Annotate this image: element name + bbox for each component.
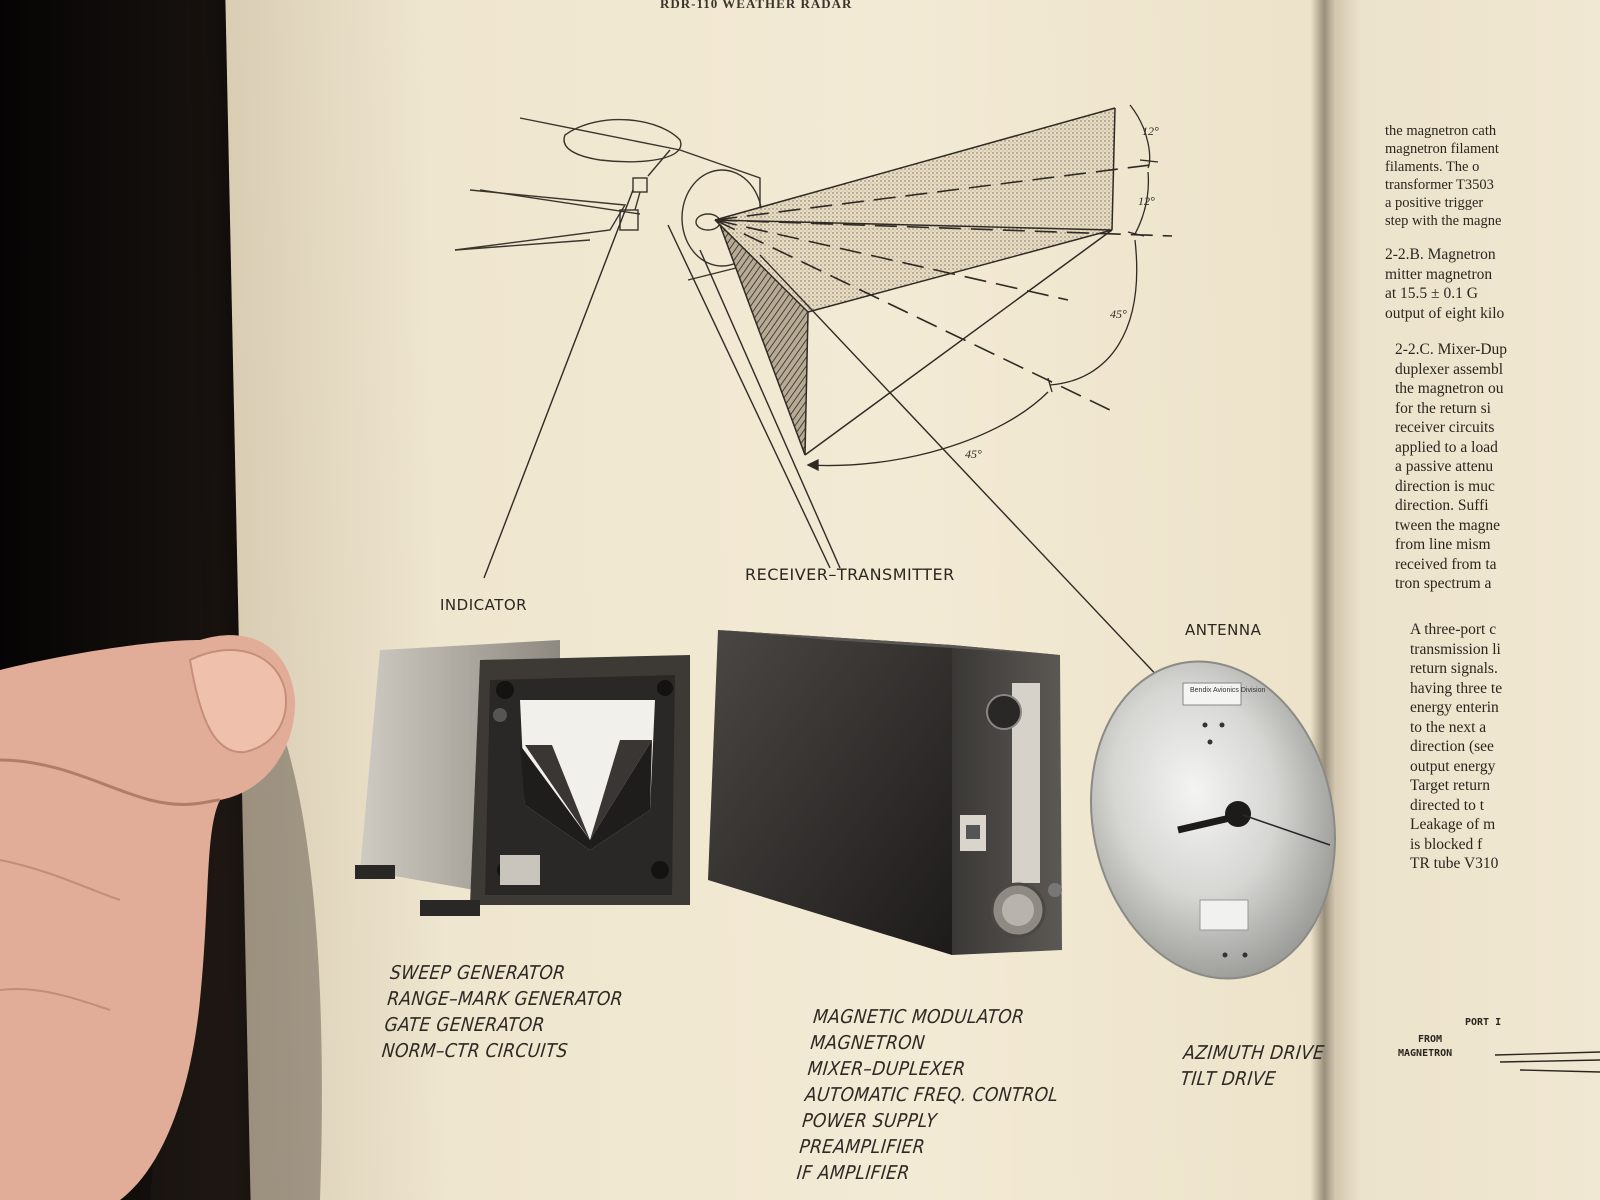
text-line: output of eight kilo (1385, 304, 1505, 322)
text-line: directed to t (1410, 796, 1485, 814)
text-line: 2-2.B. Magnetron (1385, 246, 1496, 263)
text-line: output energy (1410, 757, 1496, 775)
text-line: 2-2.C. Mixer-Dup (1395, 341, 1508, 358)
text-line: direction is muc (1395, 477, 1495, 495)
indicator-unit-photo (355, 640, 690, 916)
text-line: for the return si (1395, 399, 1491, 417)
text-line: transformer T3503 (1385, 177, 1494, 193)
from-label: FROM (1418, 1034, 1443, 1045)
text-line: a passive attenu (1395, 458, 1494, 475)
angle-label: 45° (1110, 307, 1127, 321)
text-line: step with the magne (1385, 213, 1502, 229)
text-line: A three-port c (1410, 621, 1497, 638)
right-column-paragraph: 2-2.C. Mixer-Dup duplexer assembl the magn… (1395, 340, 1507, 594)
right-column-paragraph: 2-2.B. Magnetron mitter magnetron at 15.5 … (1385, 245, 1504, 323)
text-line: the magnetron cath (1385, 123, 1497, 139)
text-line: TR tube V310 (1410, 855, 1499, 872)
text-line: duplexer assembl (1395, 360, 1504, 378)
aircraft-outline (454, 117, 763, 281)
angle-label: 12° (1138, 194, 1155, 208)
text-line: to the next a (1410, 718, 1487, 736)
book-gutter (1310, 0, 1336, 1200)
page-header: RDR-110 WEATHER RADAR (660, 0, 853, 11)
text-line: from line mism (1395, 536, 1491, 553)
receiver-transmitter-label: RECEIVER–TRANSMITTER (745, 565, 955, 584)
text-line: is blocked f (1410, 835, 1483, 853)
text-line: having three te (1410, 679, 1503, 697)
text-line: transmission li (1410, 640, 1501, 658)
text-line: filaments. The o (1385, 159, 1480, 175)
antenna-label: ANTENNA (1185, 621, 1262, 639)
text-line: a positive trigger (1385, 195, 1484, 211)
antenna-dish-photo: Bendix Avionics Division (1089, 660, 1337, 980)
port-label: PORT I (1465, 1017, 1502, 1028)
magnetron-label: MAGNETRON (1398, 1048, 1453, 1059)
text-line: applied to a load (1395, 438, 1498, 456)
text-line: tron spectrum a (1395, 575, 1492, 592)
receiver-transmitter-photo (708, 630, 1062, 955)
right-column-paragraph: the magnetron cath magnetron filament fila… (1385, 122, 1501, 230)
text-line: return signals. (1410, 660, 1498, 677)
antenna-nameplate: Bendix Avionics Division (1190, 687, 1265, 694)
leader-lines (483, 189, 1181, 701)
angle-label: 45° (965, 447, 982, 461)
text-line: mitter magnetron (1385, 265, 1493, 283)
text-line: direction (see (1410, 738, 1494, 755)
radar-beam-cone: 12° 12° 45° 45° (714, 104, 1173, 472)
right-column-paragraph: A three-port c transmission li return sign… (1410, 620, 1502, 874)
text-line: tween the magne (1395, 516, 1501, 534)
text-line: energy enterin (1410, 699, 1499, 716)
text-line: at 15.5 ± 0.1 G (1385, 285, 1478, 302)
text-line: Leakage of m (1410, 816, 1496, 833)
angle-label: 12° (1142, 124, 1159, 138)
text-line: received from ta (1395, 555, 1497, 573)
manual-right-page (1325, 0, 1600, 1200)
indicator-label: INDICATOR (440, 596, 528, 614)
text-line: the magnetron ou (1395, 380, 1504, 397)
text-line: receiver circuits (1395, 419, 1495, 436)
text-line: magnetron filament (1385, 141, 1499, 157)
text-line: Target return (1410, 777, 1490, 794)
text-line: direction. Suffi (1395, 497, 1489, 514)
port-figure (1494, 1051, 1600, 1073)
